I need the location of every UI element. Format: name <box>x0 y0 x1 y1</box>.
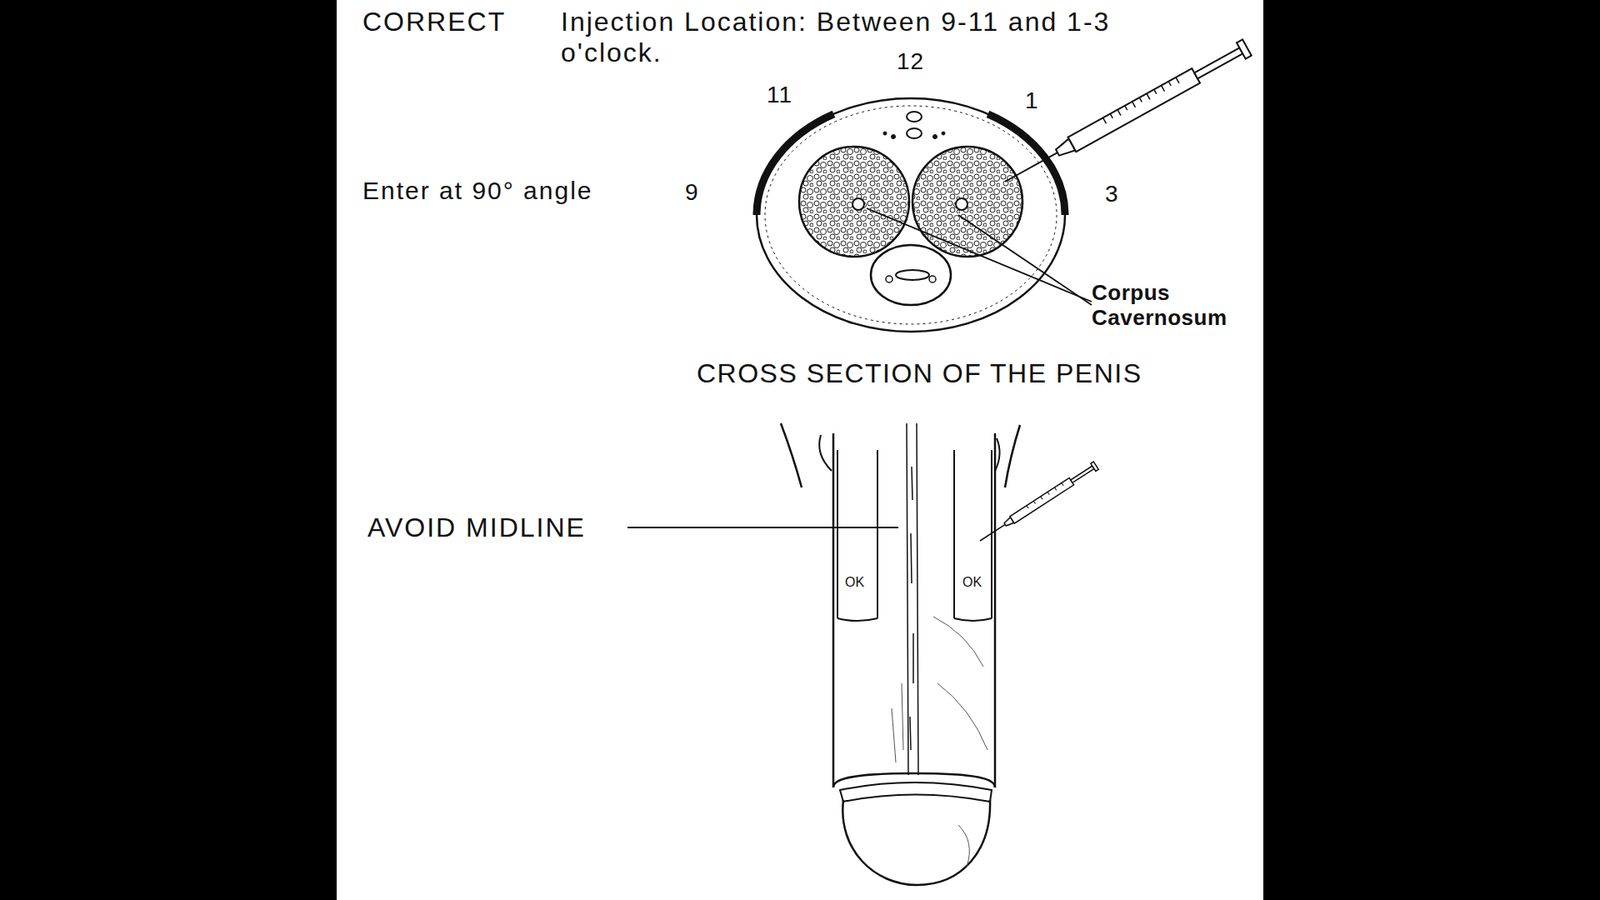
dorsal-artery <box>933 135 938 140</box>
dorsal-nerve <box>941 131 945 135</box>
syringe-plunger <box>1070 465 1095 483</box>
dorsal-vein <box>906 128 922 139</box>
vessel <box>929 275 936 283</box>
leader-line <box>627 526 899 529</box>
shading <box>891 616 988 763</box>
clock-number: 1 <box>1025 87 1040 115</box>
plunger-thumb <box>1090 461 1099 471</box>
cavernous-artery <box>955 198 968 210</box>
leader-line <box>958 215 1092 305</box>
plunger-thumb <box>1236 39 1252 59</box>
cross-section <box>756 98 1092 332</box>
shaft-outline <box>832 433 835 788</box>
clock-number: 3 <box>1105 180 1120 208</box>
dorsal-nerve <box>883 131 887 135</box>
clock-number: 12 <box>896 48 925 75</box>
shading <box>958 825 970 867</box>
instruction-note: Injection Location: Between 9-11 and 1-3… <box>560 6 1170 69</box>
vessel <box>885 275 893 283</box>
clock-number: 11 <box>766 81 793 109</box>
syringe <box>977 461 1099 545</box>
corpus-spongiosum <box>870 245 951 305</box>
dorsal-vein <box>906 111 922 122</box>
ok-zone <box>837 450 878 621</box>
panel-title: CORRECT <box>362 6 506 38</box>
shaft-outline <box>994 433 997 788</box>
zone-label: OK <box>962 575 982 590</box>
urethra <box>895 270 930 280</box>
fascia-line <box>765 105 1057 325</box>
glans <box>842 800 990 885</box>
skin-outline <box>756 98 1065 332</box>
syringe <box>1000 39 1252 190</box>
penis-view <box>627 423 1020 885</box>
midline <box>906 423 919 775</box>
syringe-plunger <box>1194 47 1243 79</box>
needle <box>1005 152 1058 182</box>
scrotum-contour <box>780 423 802 488</box>
syringe-barrel <box>1068 68 1200 152</box>
leader-line <box>866 208 1092 302</box>
paper-panel <box>336 0 1264 900</box>
zone-label: OK <box>845 575 865 590</box>
barrel-ticks <box>1103 77 1180 124</box>
instruction-note: Enter at 90° angle <box>362 176 594 206</box>
part-label: Corpus Cavernosum <box>1091 280 1259 331</box>
clock-number: 9 <box>685 179 700 206</box>
callout-label: AVOID MIDLINE <box>367 512 586 544</box>
corona-rim <box>840 782 992 802</box>
corpus-cavernosum <box>912 146 1023 257</box>
scrotum-contour <box>819 435 832 471</box>
dorsal-artery <box>891 135 896 140</box>
cavernous-artery <box>852 198 865 210</box>
barrel-ticks <box>1026 482 1064 509</box>
needle <box>980 524 1005 541</box>
scrotum-contour <box>1005 425 1020 488</box>
ok-zone <box>954 450 992 621</box>
syringe-barrel <box>1010 477 1075 524</box>
corpus-cavernosum <box>799 146 910 257</box>
section-caption: CROSS SECTION OF THE PENIS <box>696 358 1142 390</box>
